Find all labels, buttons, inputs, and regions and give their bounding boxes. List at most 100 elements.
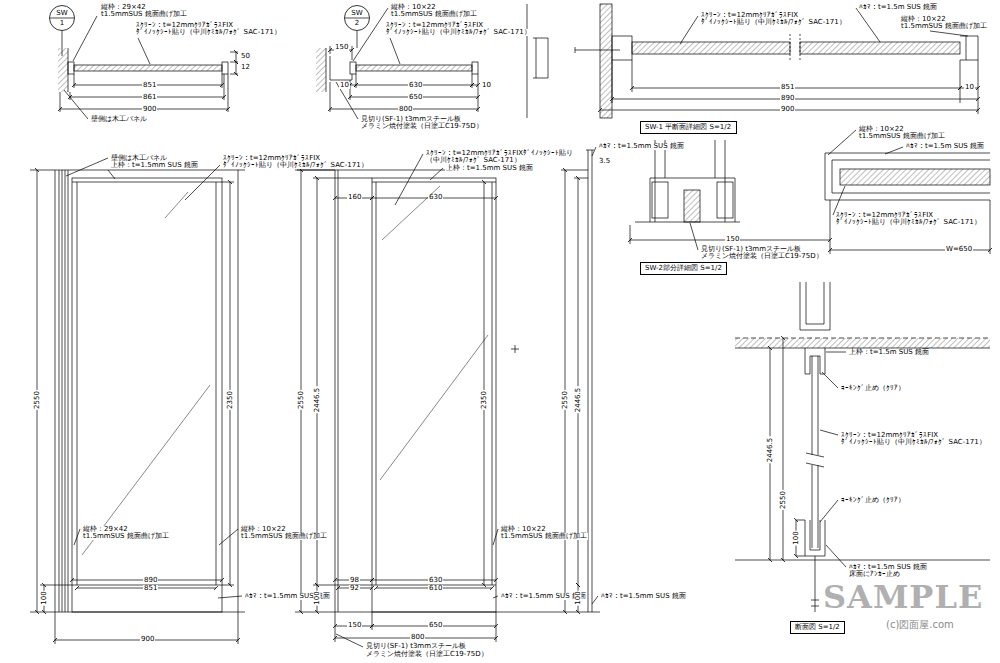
- annotation-note: ﾀﾞｲﾉｯｸｼｰﾄ貼り（中川ｹﾐｶﾙ/ﾌｫｸﾞ SAC-171）: [222, 162, 369, 169]
- annotation-note: 縦枠：10×22: [240, 526, 287, 533]
- annotation-note: t1.5mmSUS 鏡面曲げ加工: [390, 11, 478, 18]
- elevation-sw1: [30, 158, 245, 644]
- dimension-value: 900: [140, 636, 155, 643]
- annotation-note: 縦枠：10×22: [858, 126, 905, 133]
- annotation-note: メラミン焼付塗装（日塗工C19-75D）: [360, 123, 484, 130]
- dimension-value: 150: [347, 622, 362, 629]
- dimension-value: 630: [428, 577, 443, 584]
- dimension-value: 861: [142, 94, 157, 101]
- annotation-note: t1.5mmSUS 鏡面曲げ加工: [500, 533, 588, 540]
- annotation-note: ｺｰｷﾝｸﾞ止め（ｸﾘｱ）: [840, 497, 906, 504]
- dimension-value: 100: [575, 590, 582, 605]
- annotation-note: ﾊｶﾏ：t=1.5m SUS 鏡面: [905, 143, 985, 150]
- title-text: SW-1 平断面詳細図 S=1/2: [645, 123, 731, 132]
- annotation-note: 縦枠：10×22: [900, 16, 947, 23]
- annotation-note: 壁側は木工パネル: [110, 155, 168, 162]
- annotation-note: （中川ｹﾐｶﾙ/ﾌｫｸﾞ SAC-171）: [425, 157, 522, 164]
- dimension-value: 650: [408, 94, 423, 101]
- annotation-note: ｽｸﾘｰﾝ：t=12mmｸﾘｱｶﾞﾗｽFIX: [700, 12, 799, 19]
- annotation-note: 壁側は木工パネル: [90, 116, 148, 123]
- dimension-value: 890: [780, 95, 795, 102]
- dimension-value: 2350: [227, 390, 234, 410]
- marker-text: SW: [351, 9, 362, 18]
- dimension-value: 10: [339, 82, 350, 89]
- dimension-value: 2446.5: [314, 387, 321, 414]
- dimension-value: 92: [349, 585, 360, 592]
- dimension-value: 2446.5: [767, 437, 774, 464]
- dimension-value: 10: [481, 82, 492, 89]
- annotation-note: t1.5mmSUS 鏡面曲げ加工: [858, 133, 946, 140]
- annotation-note: ﾀﾞｲﾉｯｸｼｰﾄ貼り（中川ｹﾐｶﾙ/ﾌｫｸﾞ SAC-171）: [385, 29, 532, 36]
- annotation-note: ｺｰｷﾝｸﾞ止め（ｸﾘｱ）: [840, 385, 906, 392]
- dimension-value: 100: [41, 590, 48, 605]
- annotation-note: ｽｸﾘｰﾝ：t=12mmｸﾘｱｶﾞﾗｽFIXﾀﾞｲﾉｯｸｼｰﾄ貼り: [425, 150, 574, 157]
- watermark: SAMPLE: [822, 581, 984, 613]
- annotation-note: ｽｸﾘｰﾝ：t=12mmｸﾘｱｶﾞﾗｽFIX: [840, 432, 939, 439]
- dimension-value: 2446.5: [575, 387, 582, 414]
- annotation-note: メラミン焼付塗装（日塗工C19-75D）: [700, 253, 824, 260]
- dimension-value: 610: [428, 585, 443, 592]
- annotation-note: 縦枠：10×22: [500, 526, 547, 533]
- dimension-value: 100: [314, 590, 321, 605]
- annotation-note: 縦枠：29×42: [82, 526, 129, 533]
- dimension-value: 630: [408, 82, 423, 89]
- annotation-note: ｽｸﾘｰﾝ：t=12mmｸﾘｱｶﾞﾗｽFIX: [835, 212, 934, 219]
- dimension-value: 3.5: [598, 158, 611, 165]
- drawing-title-box: SW-2部分詳細図 S=1/2: [640, 262, 727, 275]
- dimension-value: 890: [143, 577, 158, 584]
- annotation-note: t1.5mmSUS 鏡面曲げ加工: [900, 23, 988, 30]
- marker-text: 1: [60, 19, 64, 28]
- annotation-note: ﾀﾞｲﾉｯｸｼｰﾄ貼り（中川ｹﾐｶﾙ/ﾌｫｸﾞ SAC-171）: [835, 219, 982, 226]
- annotation-note: ﾊｶﾏ：t=1.5mm SUS 鏡面: [600, 593, 687, 600]
- annotation-note: 床面にｱﾝｶｰ止め: [848, 571, 901, 578]
- dimension-value: 160: [347, 194, 362, 201]
- dimension-value: 98: [349, 577, 360, 584]
- annotation-note: 見切り(SF-1) t3mmスチール板: [700, 246, 802, 253]
- annotation-note: t1.5mmSUS 鏡面曲げ加工: [82, 533, 170, 540]
- dimension-value: 630: [428, 194, 443, 201]
- annotation-note: t1.5mmSUS 鏡面曲げ加工: [100, 11, 188, 18]
- annotation-note: ﾊｶﾏ：t=1.5mm SUS 鏡面: [598, 143, 685, 150]
- annotation-note: t1.5mmSUS 鏡面曲げ加工: [240, 533, 328, 540]
- annotation-note: ﾊｶﾏ：t=1.5m SUS 鏡面: [848, 564, 928, 571]
- annotation-note: ﾀﾞｲﾉｯｸｼｰﾄ貼り（中川ｹﾐｶﾙ/ﾌｫｸﾞ SAC-171）: [135, 29, 282, 36]
- marker-text: 2: [355, 19, 359, 28]
- annotation-note: ﾊｶﾏ：t=1.5m SUS 鏡面: [858, 4, 938, 11]
- dimension-value: 650: [428, 622, 443, 629]
- dimension-value: W=650: [945, 246, 973, 253]
- elevation-sw2: [295, 154, 600, 647]
- dimension-value: 2550: [298, 390, 305, 410]
- detail-marker-circle: SW1: [49, 5, 75, 31]
- annotation-note: 見切り(SF-1) t3mmスチール板: [365, 643, 467, 650]
- dimension-value: 800: [398, 106, 413, 113]
- dimension-value: 900: [780, 106, 795, 113]
- annotation-note: ｽｸﾘｰﾝ：t=12mmｸﾘｱｶﾞﾗｽFIX: [135, 22, 234, 29]
- dimension-value: 2550: [562, 390, 569, 410]
- title-text: 断面図 S=1/2: [795, 623, 840, 632]
- dimension-value: 900: [142, 106, 157, 113]
- dimension-value: 150: [725, 236, 740, 243]
- dimension-value: 2550: [780, 490, 787, 510]
- annotation-note: 縦枠：29×42: [100, 4, 147, 11]
- plan-detail-sw1: [527, 4, 978, 118]
- dimension-value: 2350: [481, 390, 488, 410]
- marker-text: SW: [56, 9, 67, 18]
- dimension-value: 851: [142, 82, 157, 89]
- side-elevation: [561, 147, 598, 612]
- annotation-note: メラミン焼付塗装（日塗工C19-75D）: [365, 651, 489, 658]
- annotation-note: 上枠：t=1.5m SUS 鏡面: [848, 349, 930, 356]
- annotation-note: 見切り(SF-1) t3mmスチール板: [360, 116, 462, 123]
- dimension-value: 100: [793, 530, 800, 545]
- dimension-value: 12: [240, 64, 251, 71]
- title-text: SW-2部分詳細図 S=1/2: [645, 264, 722, 273]
- section-detail: [735, 282, 990, 612]
- annotation-note: 上枠：t=1.5mm SUS 鏡面: [110, 162, 199, 169]
- detail-marker-circle: SW2: [344, 5, 370, 31]
- annotation-note: ﾀﾞｲﾉｯｸｼｰﾄ貼り（中川ｹﾐｶﾙ/ﾌｫｸﾞ SAC-171）: [700, 19, 847, 26]
- dimension-lines: [37, 50, 990, 640]
- drawing-title-box: 断面図 S=1/2: [790, 621, 845, 634]
- watermark: (c)図面屋.com: [885, 620, 955, 630]
- drawing-title-box: SW-1 平断面詳細図 S=1/2: [640, 121, 737, 134]
- dimension-value: 150: [334, 44, 349, 51]
